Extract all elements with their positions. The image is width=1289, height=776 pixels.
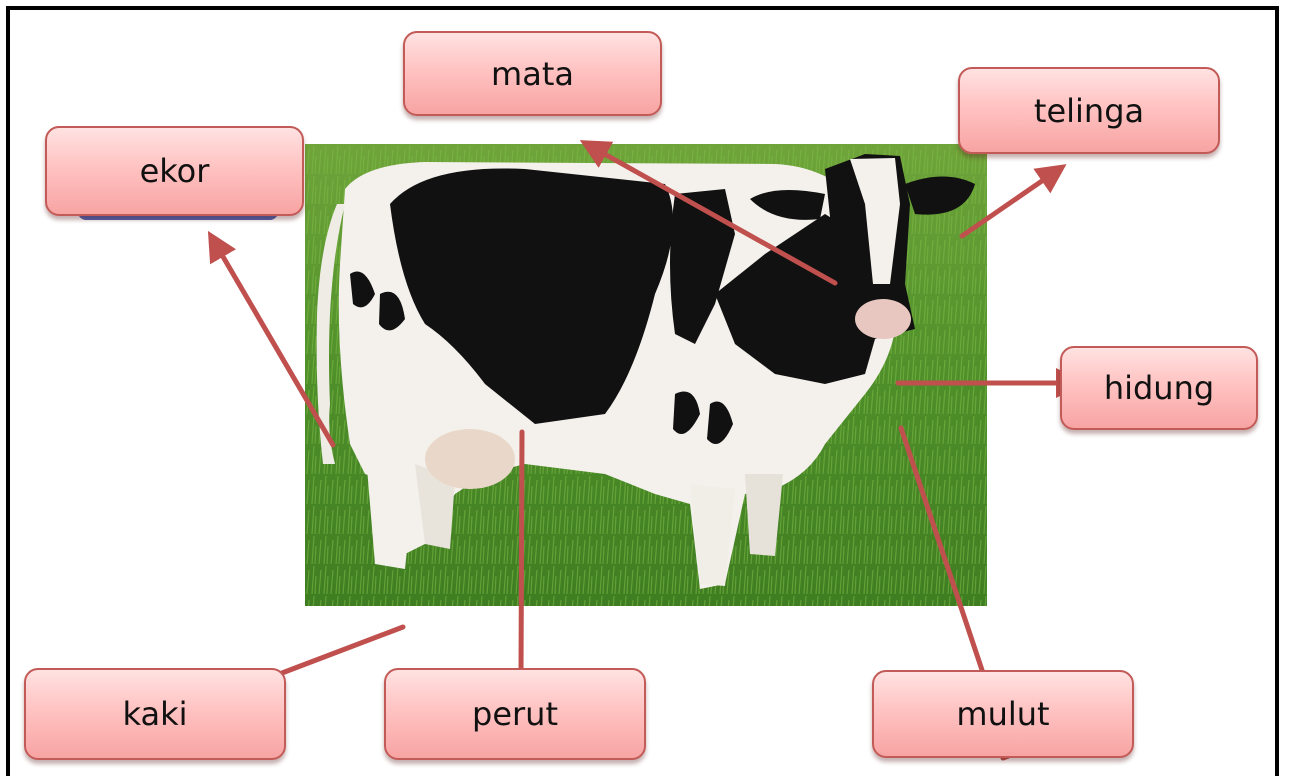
arrow-mata — [579, 140, 838, 286]
arrow-perut — [518, 429, 525, 676]
cow-photo — [305, 144, 987, 606]
label-perut: perut — [384, 668, 646, 760]
label-kaki: kaki — [24, 668, 286, 760]
label-mata: mata — [403, 31, 662, 116]
arrow-ekor — [207, 230, 336, 448]
arrow-mulut — [898, 425, 987, 679]
label-kaki-text: kaki — [122, 695, 188, 733]
label-hidung-text: hidung — [1103, 369, 1215, 407]
label-mulut: mulut — [872, 670, 1134, 758]
label-hidung: hidung — [1060, 346, 1258, 430]
arrow-kaki — [279, 624, 406, 676]
arrow-telinga — [959, 164, 1067, 239]
label-ekor-text: ekor — [139, 152, 210, 190]
label-perut-text: perut — [472, 695, 558, 733]
label-mulut-text: mulut — [956, 695, 1050, 733]
label-telinga-text: telinga — [1033, 91, 1145, 130]
label-telinga: telinga — [958, 67, 1220, 154]
label-mata-text: mata — [491, 54, 574, 93]
label-ekor: ekor — [45, 126, 304, 216]
